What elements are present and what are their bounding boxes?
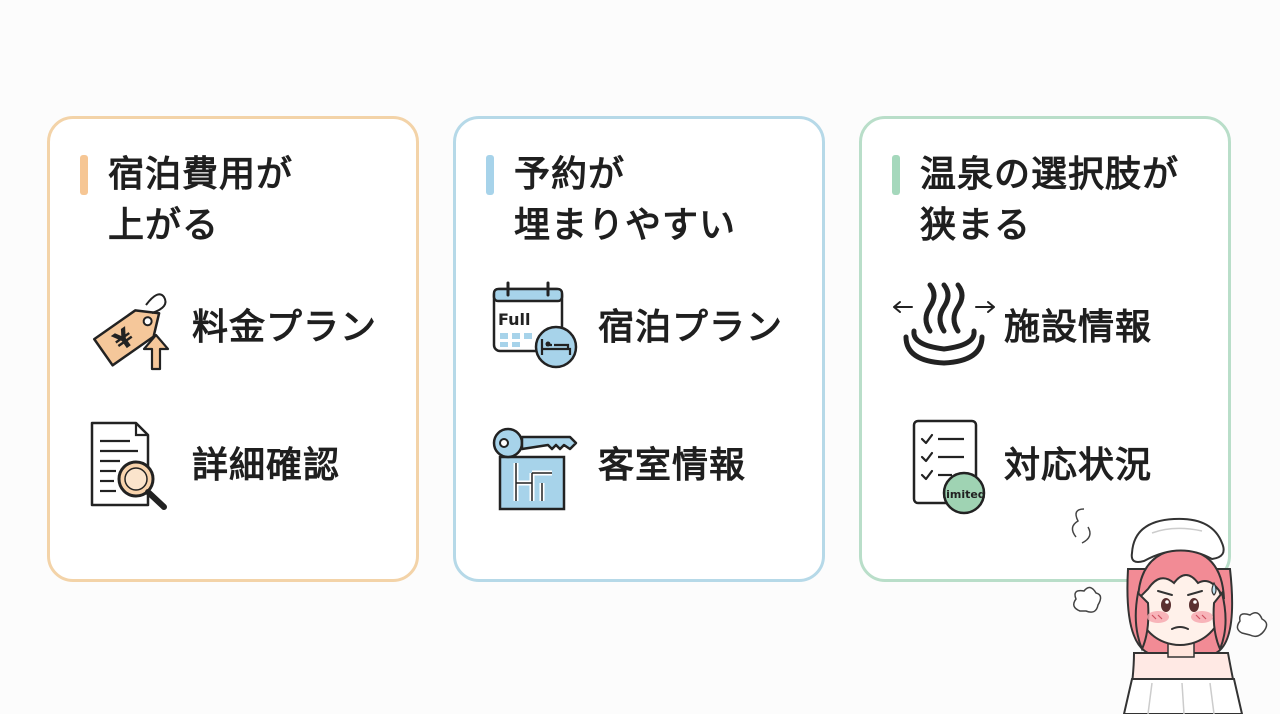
card-title: 宿泊費用が 上がる xyxy=(108,154,294,246)
calendar-full-icon: Full xyxy=(486,279,590,379)
card-hot-spring: 温泉の選択肢が 狭まる 施設情報 xyxy=(859,116,1231,582)
limited-badge: limited xyxy=(942,488,985,501)
card-title: 温泉の選択肢が 狭まる xyxy=(920,154,1180,246)
card-title: 予約が 埋まりやすい xyxy=(514,154,737,246)
card-cost: 宿泊費用が 上がる ¥ 料金プラン xyxy=(47,116,419,582)
card-accent-bar xyxy=(892,155,900,195)
document-magnifier-icon xyxy=(80,417,184,517)
list-item: 客室情報 xyxy=(486,417,816,517)
yen-price-tag-icon: ¥ xyxy=(80,279,184,379)
checklist-icon: limited xyxy=(892,417,996,517)
list-item: 詳細確認 xyxy=(80,417,410,517)
full-badge: Full xyxy=(498,310,531,329)
hot-spring-icon xyxy=(892,279,996,379)
list-item: 施設情報 xyxy=(892,279,1222,379)
key-floorplan-icon xyxy=(486,417,590,517)
card-accent-bar xyxy=(486,155,494,195)
card-booking: 予約が 埋まりやすい Full 宿泊プラン xyxy=(453,116,825,582)
list-item: Full 宿泊プラン xyxy=(486,279,816,379)
list-item: ¥ 料金プラン xyxy=(80,279,410,379)
card-accent-bar xyxy=(80,155,88,195)
worried-girl-illustration xyxy=(1062,503,1280,714)
list-item: limited 対応状況 xyxy=(892,417,1222,517)
